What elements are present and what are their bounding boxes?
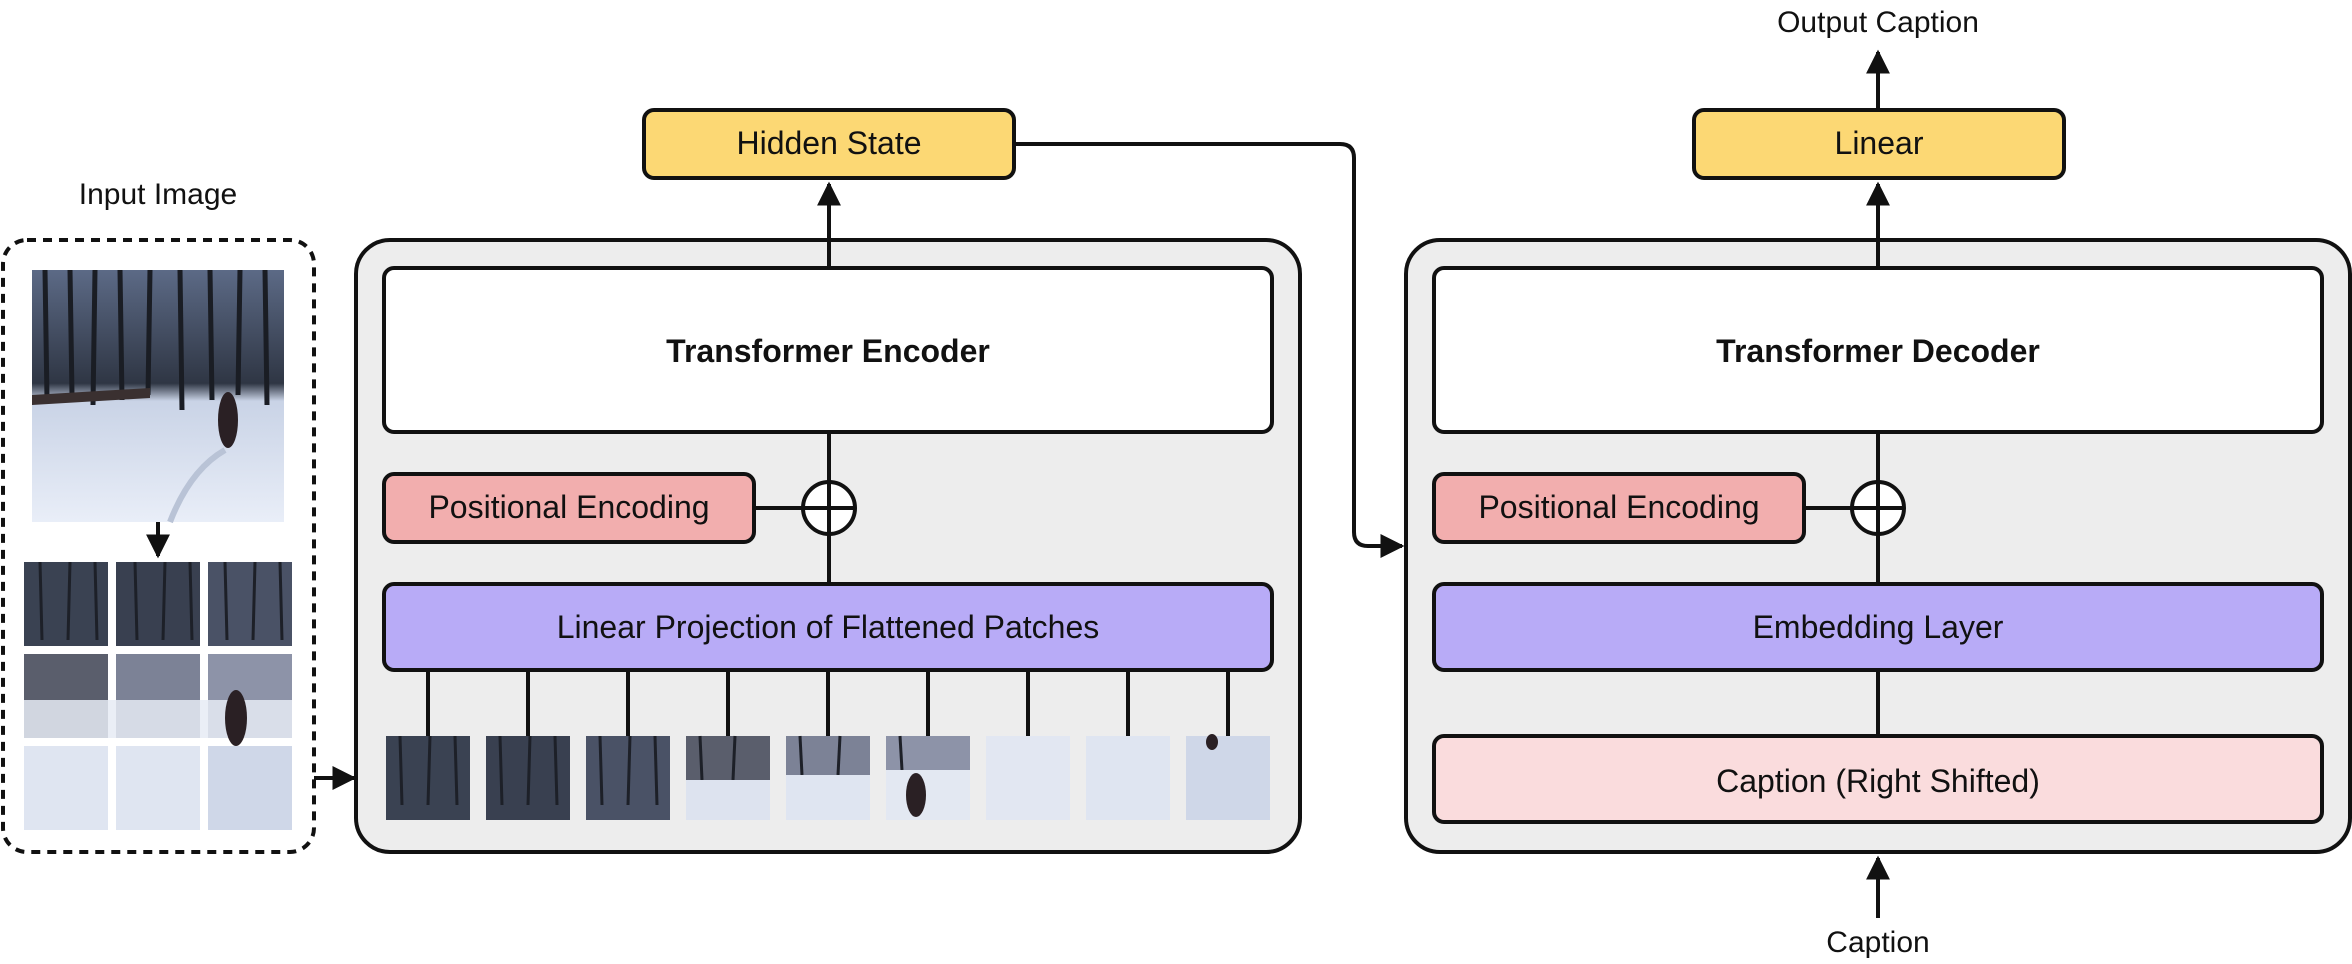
flattened-patches — [386, 670, 1270, 820]
patch-7 — [986, 736, 1070, 820]
encoder-group: Hidden State Transformer Encoder Positio… — [354, 108, 1302, 854]
input-photo — [32, 269, 284, 524]
decoder-group: Output Caption Linear Transformer Decode… — [1404, 6, 2352, 959]
patch-9 — [1186, 736, 1270, 820]
input-image-dashed-frame — [1, 238, 316, 854]
input-image-group: Input Image — [1, 178, 357, 854]
embedding-layer-label: Embedding Layer — [1753, 609, 2004, 645]
hidden-state-to-decoder-arrow — [1014, 142, 1405, 558]
linear-box — [1692, 108, 2066, 180]
transformer-decoder-label: Transformer Decoder — [1716, 333, 2040, 369]
caption-shifted-label: Caption (Right Shifted) — [1716, 763, 2040, 799]
linear-label: Linear — [1835, 125, 1924, 161]
decoder-add-icon — [1850, 480, 1906, 536]
decoder-positional-label: Positional Encoding — [1478, 489, 1759, 525]
caption-shifted-box — [1432, 734, 2324, 824]
patch-8 — [1086, 736, 1170, 820]
input-image-title: Input Image — [79, 178, 237, 211]
linear-projection-label: Linear Projection of Flattened Patches — [557, 609, 1100, 645]
patch-grid — [24, 561, 292, 830]
transformer-encoder-label: Transformer Encoder — [666, 333, 990, 369]
hidden-state-label: Hidden State — [736, 125, 921, 161]
encoder-positional-label: Positional Encoding — [428, 489, 709, 525]
encoder-add-icon — [801, 480, 857, 536]
output-caption-label: Output Caption — [1777, 6, 1979, 39]
caption-input-label: Caption — [1826, 926, 1929, 959]
